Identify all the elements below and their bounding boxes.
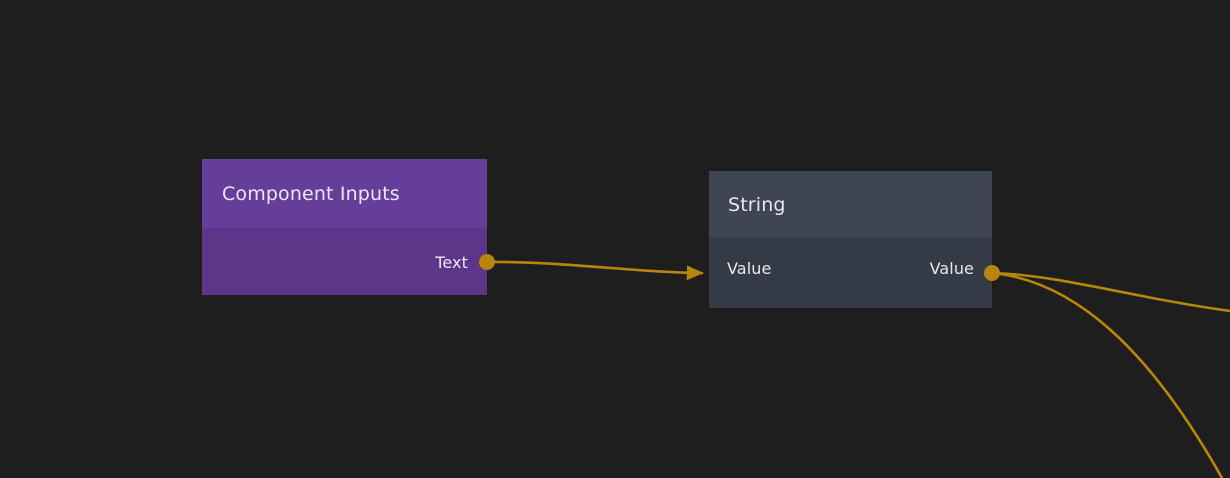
- node-body: Text: [202, 228, 487, 295]
- node-header[interactable]: String: [709, 171, 992, 238]
- output-port-label-text: Text: [435, 253, 468, 272]
- edge-value-out-upper: [990, 271, 1230, 313]
- node-body: Value Value: [709, 238, 992, 308]
- node-string[interactable]: String Value Value: [709, 171, 1000, 308]
- output-port-label-value: Value: [929, 259, 974, 278]
- node-title: String: [728, 193, 786, 216]
- output-port-connector-value[interactable]: [984, 265, 1000, 281]
- input-port-label-value: Value: [727, 259, 772, 278]
- edge-text-to-value: [485, 260, 704, 281]
- node-title: Component Inputs: [222, 182, 400, 205]
- output-port-connector-text[interactable]: [479, 254, 495, 270]
- output-port-row-text[interactable]: Text: [202, 253, 487, 272]
- node-header[interactable]: Component Inputs: [202, 159, 487, 228]
- edge-value-out-lower: [990, 271, 1224, 478]
- node-component-inputs[interactable]: Component Inputs Text: [202, 159, 495, 295]
- port-row-value[interactable]: Value Value: [709, 259, 992, 278]
